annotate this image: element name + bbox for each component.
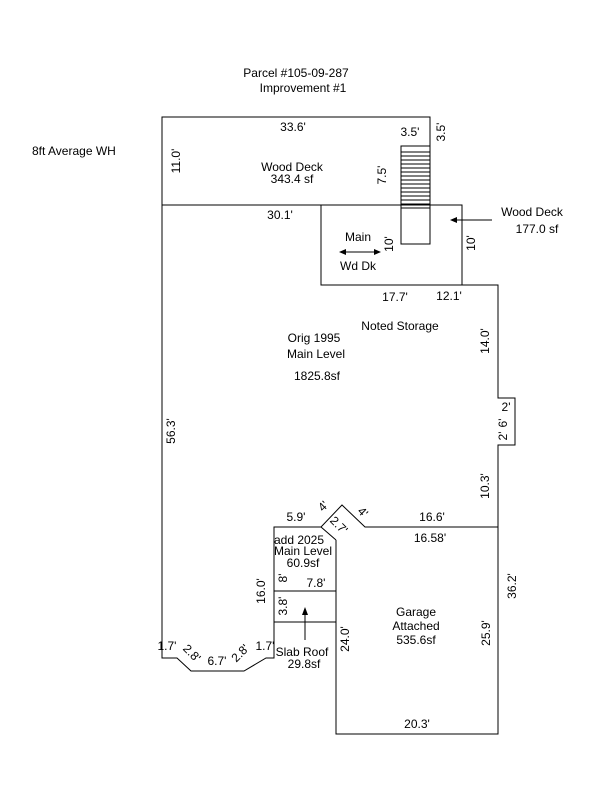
stairs-dim-right: 3.5'	[434, 123, 448, 142]
main-level-dim-right-lower: 10.3'	[478, 473, 492, 499]
slab-dim-height: 3.8'	[276, 597, 290, 616]
slab-name: Slab Roof	[276, 645, 329, 659]
main-wd-arrowhead-left	[339, 249, 346, 255]
side-deck-arrowhead	[450, 217, 457, 223]
add-2025-area: 60.9sf	[287, 556, 320, 570]
garage-outline	[335, 527, 499, 735]
main-level-outline	[161, 116, 516, 672]
stairs-dim-width: 3.5'	[401, 125, 420, 139]
noted-storage-label: Noted Storage	[361, 319, 439, 333]
garage-name-line2: Attached	[392, 619, 439, 633]
add-2025-name-line2: Main Level	[274, 544, 332, 558]
garage-dim-right-outer: 36.2'	[505, 573, 519, 599]
main-wd-arrowhead-right	[374, 249, 381, 255]
garage-dim-left: 24.0'	[338, 626, 352, 652]
garage-area: 535.6sf	[396, 633, 436, 647]
main-level-dim-bay-c: 4'	[355, 504, 371, 520]
add-2025-dim-left: 16.0'	[254, 578, 268, 604]
add-2025-name-line1: add 2025	[274, 533, 324, 547]
parcel-number: Parcel #105-09-287	[243, 66, 349, 80]
bottom-bay-dim-a: 1.7'	[158, 639, 177, 653]
deck-top-area: 343.4 sf	[271, 172, 314, 186]
improvement-label: Improvement #1	[260, 81, 347, 95]
main-level-name-line2: Main Level	[287, 347, 345, 361]
bottom-bay-dim-d: 2.8'	[229, 642, 252, 665]
stair-treads	[401, 151, 430, 209]
main-level-name-line1: Orig 1995	[288, 331, 341, 345]
side-deck-dim-bottom-right: 12.1'	[436, 289, 462, 303]
slab-area: 29.8sf	[288, 657, 321, 671]
main-level-dim-right-upper: 14.0'	[478, 328, 492, 354]
main-level-dim-garage-top: 16.6'	[419, 510, 445, 524]
bottom-bay-dim-b: 2.8'	[180, 642, 203, 665]
main-level-dim-jog-out: 2'	[502, 400, 511, 414]
side-deck-dim-bottom-left: 17.7'	[382, 290, 408, 304]
slab-arrowhead	[302, 607, 308, 615]
main-level-area: 1825.8sf	[294, 369, 341, 383]
wd-dk-label: Wd Dk	[340, 259, 377, 273]
main-level-dim-bay-a: 4'	[315, 498, 331, 514]
stairs-dim-lower: 10'	[382, 236, 396, 252]
garage-left-wall	[320, 526, 337, 541]
outlines	[161, 116, 516, 735]
main-level-dim-left: 56.3'	[164, 418, 178, 444]
deck-top-dim-bottom: 30.1'	[267, 208, 293, 222]
garage-dim-right-inner: 25.9'	[479, 620, 493, 646]
main-level-dim-jog-in: 2'	[496, 432, 510, 441]
side-deck-name: Wood Deck	[501, 205, 564, 219]
deck-top-dim-top: 33.6'	[280, 120, 306, 134]
deck-top-name: Wood Deck	[261, 160, 324, 174]
add-2025-dim-height: 8'	[276, 574, 290, 583]
wall-height-label: 8ft Average WH	[32, 144, 116, 158]
stairs-outline	[400, 145, 431, 245]
garage-name-line1: Garage	[396, 605, 436, 619]
deck-top-dim-left: 11.0'	[169, 149, 183, 174]
stairs-dim-run: 7.5'	[375, 166, 389, 185]
main-level-dim-jog-len: 6'	[496, 419, 510, 428]
arrows	[302, 217, 492, 640]
garage-dim-top: 16.58'	[414, 531, 446, 545]
side-deck-dim-right: 10'	[464, 235, 478, 251]
bottom-bay-dim-c: 6.7'	[208, 654, 227, 668]
bottom-bay-dim-e: 1.7'	[256, 639, 275, 653]
main-label: Main	[345, 230, 371, 244]
add-2025-dim-width: 7.8'	[307, 576, 326, 590]
garage-dim-bottom: 20.3'	[404, 717, 430, 731]
side-deck-area: 177.0 sf	[516, 222, 559, 236]
side-deck-outline	[430, 204, 463, 285]
main-level-dim-step-left: 5.9'	[287, 510, 306, 524]
